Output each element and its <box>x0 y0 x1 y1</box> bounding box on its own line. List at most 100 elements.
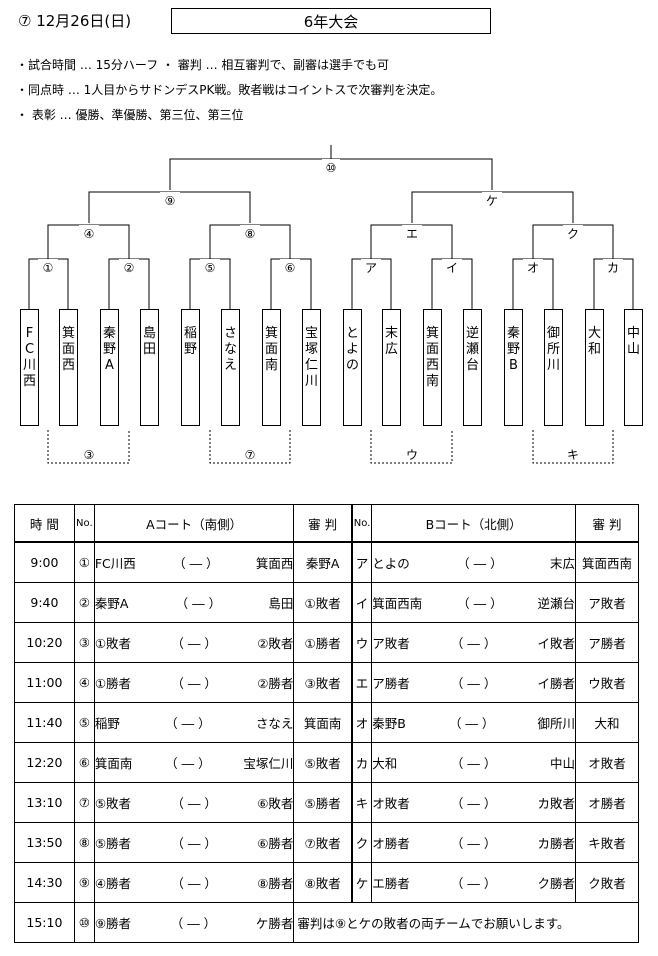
match-a-home: ⑤敗者 <box>94 796 132 812</box>
schedule-table: 時 間 No. Aコート（南側） 審 判 No. Bコート（北側） 審 判 9:… <box>14 504 639 944</box>
match-no-b: イ <box>350 582 373 624</box>
ref-a-cell: 箕面南 <box>293 702 353 744</box>
match-a: ①敗者（ ― ）②敗者 <box>95 633 294 652</box>
match-a: 稲野（ ― ）さなえ <box>95 713 294 732</box>
time-cell: 15:10 <box>14 901 75 944</box>
consolation-lines <box>47 430 614 464</box>
match-final-home: ⑨勝者 <box>94 915 132 931</box>
match-no-b: オ <box>350 702 373 744</box>
match-a-home: 稲野 <box>94 716 120 732</box>
label-semi-left: ⑨ <box>165 194 176 208</box>
match-b-score: （ ― ） <box>450 636 497 652</box>
ref-b-cell: ク敗者 <box>575 862 639 903</box>
match-a-score: （ ― ） <box>171 796 217 812</box>
match-a: 箕面南（ ― ）宝塚仁川 <box>95 753 294 772</box>
match-b: オ勝者（ ― ）カ勝者 <box>372 833 575 852</box>
match-b: ア敗者（ ― ）イ敗者 <box>372 633 575 652</box>
ref-a-cell: ③敗者 <box>293 662 353 704</box>
match-final-cell: ⑨勝者（ ― ）ケ勝者 <box>93 901 295 944</box>
team-box-6: さなえ <box>221 309 240 426</box>
note-awards: ・ 表彰 … 優勝、準優勝、第三位、第三位 <box>16 108 244 122</box>
label-round1-1: ① <box>43 261 54 275</box>
time-cell: 14:30 <box>14 862 75 903</box>
label-round1-8: カ <box>607 261 619 275</box>
match-a-cell: ①敗者（ ― ）②敗者 <box>93 622 295 664</box>
team-box-10: 末広 <box>382 309 401 426</box>
match-a-score: （ ― ） <box>175 596 222 612</box>
match-no-b: エ <box>350 662 373 704</box>
note-match-time: ・試合時間 … 15分ハーフ ・ 審判 … 相互審判で、副審は選手でも可 <box>16 58 389 72</box>
match-a-score: （ ― ） <box>165 756 211 772</box>
ref-a-cell: ①勝者 <box>293 622 353 664</box>
match-no-b: ケ <box>350 862 373 903</box>
match-no-a: ⑥ <box>73 742 95 784</box>
time-cell: 13:10 <box>14 782 75 824</box>
match-b-home: 箕面西南 <box>372 596 423 612</box>
label-round1-5: ア <box>365 261 377 275</box>
match-b-home: 秦野B <box>372 716 406 732</box>
ref-b-cell: キ敗者 <box>575 822 639 863</box>
label-round1-4: ⑥ <box>285 261 296 275</box>
match-a-away: 島田 <box>268 596 294 612</box>
match-no-b: ウ <box>350 622 373 664</box>
match-a-away: さなえ <box>255 716 294 732</box>
ref-b-cell: 大和 <box>575 702 639 744</box>
time-cell: 11:00 <box>14 662 75 704</box>
team-box-14: 御所川 <box>544 309 563 426</box>
team-box-9: とよの <box>343 309 362 426</box>
match-b-home: オ勝者 <box>372 836 410 852</box>
match-b-away: カ勝者 <box>537 836 575 852</box>
match-a-cell: ⑤勝者（ ― ）⑥勝者 <box>93 822 295 863</box>
match-b-cell: オ勝者（ ― ）カ勝者 <box>371 822 576 863</box>
match-a-home: ①敗者 <box>94 636 132 652</box>
match-b-cell: ア勝者（ ― ）イ勝者 <box>371 662 576 704</box>
ref-b-cell: ウ敗者 <box>575 662 639 704</box>
match-b-home: ア敗者 <box>372 636 410 652</box>
label-consolation-4: キ <box>567 448 579 462</box>
label-round1-6: イ <box>446 261 458 275</box>
ref-a-cell: ⑧敗者 <box>293 862 353 903</box>
event-title: 6年大会 <box>171 8 491 34</box>
team-box-11: 箕面西南 <box>423 309 442 426</box>
note-tiebreak: ・同点時 … 1人目からサドンデスPK戦。敗者戦はコイントスで次審判を決定。 <box>16 83 443 97</box>
match-a-home: ①勝者 <box>94 676 132 692</box>
match-no-b: カ <box>350 742 373 784</box>
match-b-score: （ ― ） <box>457 556 503 572</box>
consolation-line-2 <box>209 430 291 464</box>
match-b-score: （ ― ） <box>450 756 497 772</box>
bracket-labels: ⑩ ⑨ ケ ④ ⑧ エ ク ① ② ⑤ ⑥ ア イ オ カ ③ ⑦ ウ <box>38 159 623 462</box>
match-a-home: ⑤勝者 <box>94 836 132 852</box>
header-ref-b: 審 判 <box>575 504 639 543</box>
match-a-cell: 箕面南（ ― ）宝塚仁川 <box>93 742 295 784</box>
ref-a-cell: ⑤勝者 <box>293 782 353 824</box>
label-quarter-4: ク <box>567 227 579 241</box>
time-cell: 11:40 <box>14 702 75 744</box>
match-b-home: とよの <box>372 556 410 572</box>
match-b-home: エ勝者 <box>372 875 410 891</box>
match-b-score: （ ― ） <box>450 676 497 692</box>
match-b-away: イ勝者 <box>537 676 575 692</box>
match-b-away: 御所川 <box>537 716 575 732</box>
ref-b-cell: オ敗者 <box>575 742 639 784</box>
label-quarter-1: ④ <box>84 227 95 241</box>
match-no-a: ④ <box>73 662 95 704</box>
label-semi-right: ケ <box>486 194 498 208</box>
match-no-a: ③ <box>73 622 95 664</box>
team-box-7: 箕面南 <box>262 309 281 426</box>
match-b-score: （ ― ） <box>450 875 497 891</box>
header-no-a: No. <box>73 504 95 543</box>
match-a-away: ⑧勝者 <box>257 875 294 891</box>
consolation-line-3 <box>370 430 453 464</box>
tournament-bracket: ⑩ ⑨ ケ ④ ⑧ エ ク ① ② ⑤ ⑥ ア イ オ カ ③ ⑦ ウ <box>28 145 634 464</box>
match-a: FC川西（ ― ）箕面西 <box>95 553 294 572</box>
time-cell: 13:50 <box>14 822 75 863</box>
label-round1-7: オ <box>527 261 539 275</box>
match-a-away: ②勝者 <box>257 676 294 692</box>
header-court-b: Bコート（北側） <box>371 504 576 543</box>
